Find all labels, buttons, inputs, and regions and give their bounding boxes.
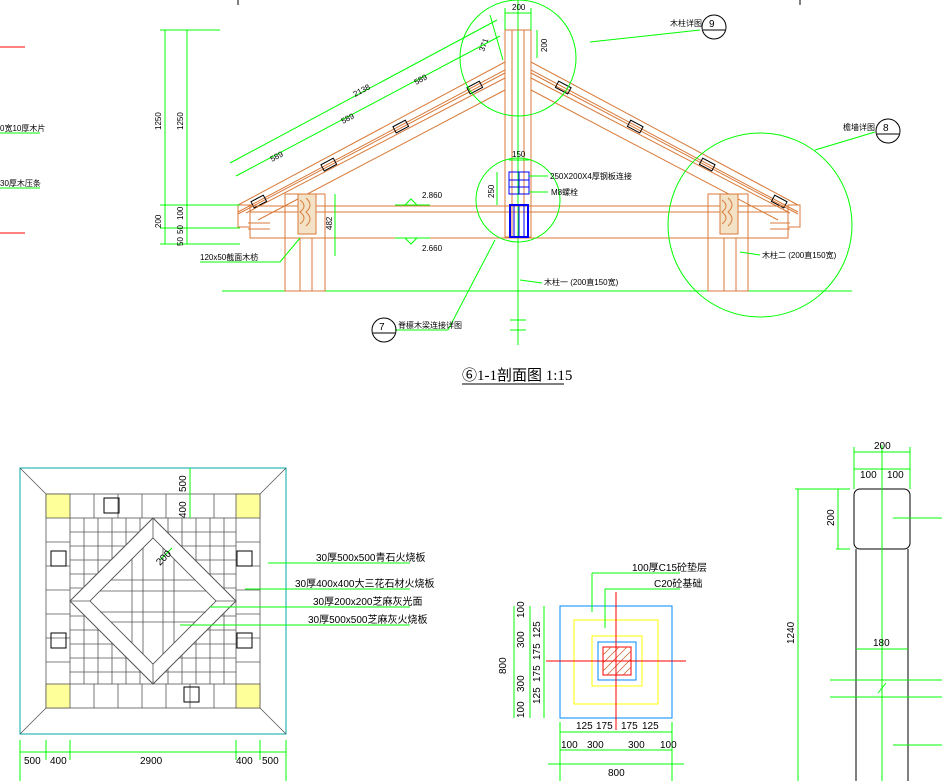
footing-dim-v175b: 175	[532, 665, 543, 682]
column-dim-w200: 200	[874, 441, 891, 452]
callout-9-number: 9	[709, 19, 715, 30]
footing-dim-v300a: 300	[516, 631, 527, 648]
dim-250: 250	[487, 184, 496, 198]
callout-9-label: 木柱详图	[670, 18, 702, 28]
section-title: ⑥1-1剖面图 1:15	[462, 367, 572, 384]
column-dim-h200: 200	[826, 509, 837, 526]
note-post-a: 木柱一 (200直150宽)	[544, 277, 619, 287]
note-bolt: M8螺栓	[551, 187, 578, 197]
diamond-band	[69, 517, 237, 685]
dim-2138: 2138	[352, 82, 372, 99]
dim-200: 200	[154, 214, 163, 228]
callout-circle-9	[459, 0, 577, 117]
footing-dim-h100b: 100	[660, 740, 677, 751]
footing-dim-v300b: 300	[516, 675, 527, 692]
footing-dim-v100b: 100	[516, 701, 527, 718]
footing-dim-v125a: 125	[532, 621, 543, 638]
footing-dim-v175a: 175	[532, 643, 543, 660]
corner-tiles	[45, 493, 261, 709]
border-grid	[46, 494, 260, 708]
footing-label-2: C20砼基础	[654, 577, 702, 590]
column-elevation: 200 100 100 200 1240 180	[786, 441, 942, 781]
footing-dim-h175a: 175	[596, 721, 613, 732]
roof-left	[237, 61, 506, 221]
column-dim-h1240: 1240	[786, 621, 797, 644]
purlins	[250, 80, 788, 209]
left-note-2: 30厚木压条	[0, 178, 41, 188]
plan-dim-b400b: 400	[236, 756, 253, 767]
elevation-2860: 2.860	[422, 191, 443, 200]
dim-top-200: 200	[512, 3, 526, 12]
footing-plan: 100厚C15砼垫层 C20砼基础 800 100 300 125 175 17…	[498, 561, 707, 781]
callout-8-number: 8	[883, 123, 889, 134]
left-note-1: 0宽10厚木片	[0, 123, 45, 133]
footing-dim-h300b: 300	[628, 740, 645, 751]
callout-7-label: 脊檩木梁连接详图	[398, 320, 462, 330]
callout-8-label: 檐墙详图	[843, 122, 875, 132]
steel-plate-connection	[508, 171, 530, 238]
footing-dim-h300a: 300	[587, 740, 604, 751]
dim-100: 100	[176, 206, 185, 220]
column-dim-w100a: 100	[860, 470, 877, 481]
column-dim-w100b: 100	[887, 470, 904, 481]
plan-dim-b400a: 400	[50, 756, 67, 767]
plan-label-3: 30厚200x200芝麻灰光面	[313, 595, 423, 608]
plan-dim-2900: 2900	[140, 756, 163, 767]
dim-1250-b: 1250	[176, 112, 185, 130]
footing-label-1: 100厚C15砼垫层	[632, 561, 707, 574]
dim-50-a: 50	[176, 225, 185, 234]
footing-dim-v100a: 100	[516, 601, 527, 618]
note-beam: 120x50截面木枋	[200, 252, 258, 262]
elevation-2660: 2.660	[422, 244, 443, 253]
dim-ridge-200: 200	[540, 38, 549, 52]
section-drawing: 9 木柱详图 8 檐墙详图 7 脊檩木梁连接详图 250X200X4厚钢板连接 …	[154, 0, 901, 385]
callout-circle-7	[475, 157, 561, 243]
dim-150: 150	[512, 150, 526, 159]
footing-dim-v125b: 125	[532, 687, 543, 704]
plan-label-1: 30厚500x500青石火烧板	[316, 551, 426, 564]
plan-dim-400: 400	[178, 501, 189, 518]
dim-50-b: 50	[176, 237, 185, 246]
posts	[284, 193, 749, 292]
plan-label-4: 30厚500x500芝麻灰火烧板	[308, 613, 428, 626]
dim-1250-a: 1250	[154, 112, 163, 130]
footing-dim-h125a: 125	[576, 721, 593, 732]
callout-circle-8	[667, 132, 853, 318]
note-post-b: 木柱二 (200直150宽)	[762, 250, 837, 260]
paving-plan: 30厚500x500青石火烧板 30厚400x400大三花石材火烧板 30厚20…	[19, 467, 435, 781]
callout-7-number: 7	[379, 322, 385, 333]
note-steel-plate: 250X200X4厚钢板连接	[550, 171, 632, 181]
dim-482: 482	[325, 216, 334, 230]
plan-dim-b500b: 500	[262, 756, 279, 767]
plan-dim-b500a: 500	[24, 756, 41, 767]
plan-outline	[19, 467, 287, 735]
footing-dim-h800: 800	[608, 768, 625, 779]
small-squares	[50, 497, 253, 703]
left-edge-fragments: 0宽10厚木片 30厚木压条	[0, 0, 801, 234]
plan-label-2: 30厚400x400大三花石材火烧板	[295, 577, 435, 590]
footing-dim-h175b: 175	[621, 721, 638, 732]
footing-dim-h125b: 125	[642, 721, 659, 732]
column-dim-w180: 180	[873, 638, 890, 649]
footing-dim-h100a: 100	[561, 740, 578, 751]
plan-dim-500: 500	[178, 475, 189, 492]
footing-dim-v800: 800	[498, 657, 509, 674]
